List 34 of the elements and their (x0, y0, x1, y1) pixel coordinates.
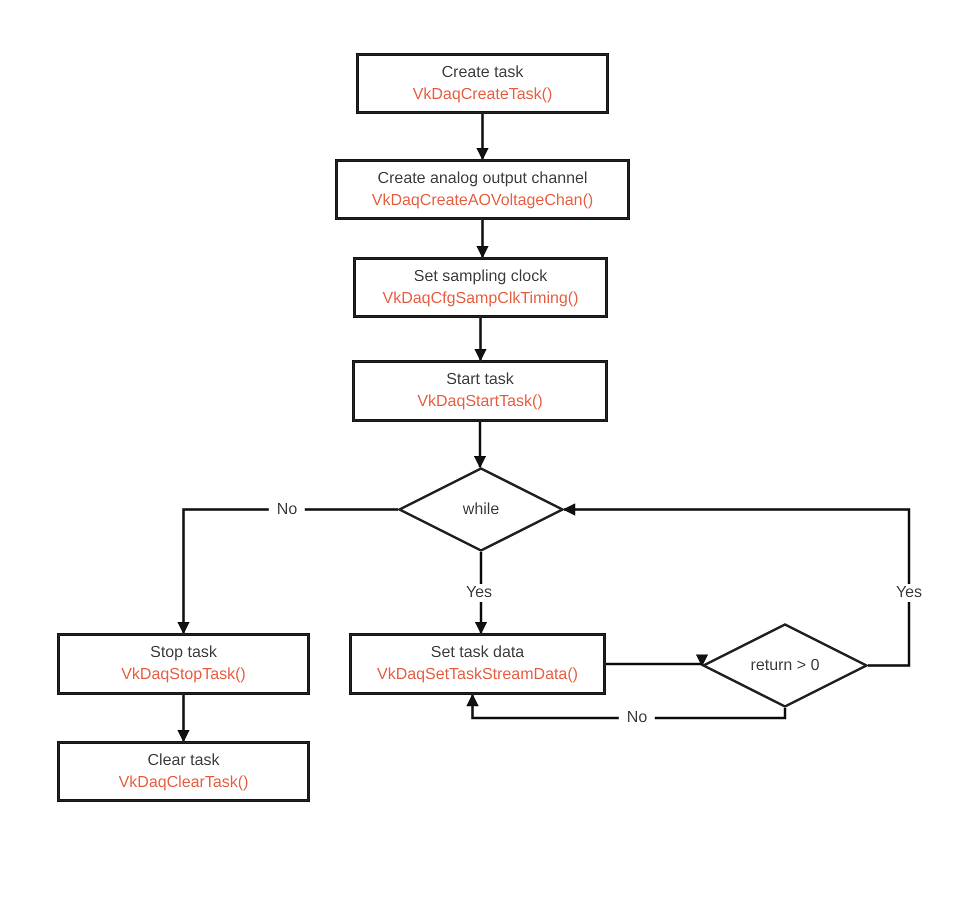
arrow (606, 654, 708, 667)
function-name: VkDaqCreateTask() (412, 86, 552, 104)
process-box (57, 741, 310, 802)
step-title: Set sampling clock (414, 268, 548, 286)
function-name: VkDaqCreateAOVoltageChan() (372, 192, 594, 210)
process-box (57, 633, 310, 695)
function-name: VkDaqStopTask() (121, 666, 246, 684)
step-title: Set task data (430, 644, 524, 662)
arrow (466, 694, 786, 720)
step-title: Clear task (147, 752, 220, 770)
step-title: Start task (446, 371, 514, 389)
condition-text: while (462, 500, 500, 518)
step-title: Create task (442, 64, 524, 82)
function-name: VkDaqCfgSampClkTiming() (382, 290, 578, 308)
process-box (335, 159, 630, 220)
arrow (177, 508, 398, 634)
arrow (474, 422, 486, 468)
function-name: VkDaqClearTask() (118, 774, 248, 792)
arrow (476, 220, 489, 258)
arrow (177, 695, 190, 742)
condition-text: return > 0 (750, 656, 820, 674)
decision-diamond (398, 467, 564, 552)
function-name: VkDaqSetTaskStreamData() (377, 666, 578, 684)
process-box (349, 633, 606, 695)
step-title: Create analog output channel (378, 170, 588, 188)
arrow (562, 503, 910, 667)
step-title: Stop task (150, 644, 217, 662)
function-name: VkDaqStartTask() (417, 393, 543, 411)
process-box (356, 53, 609, 114)
arrow (476, 114, 489, 160)
process-box (352, 360, 608, 422)
process-box (353, 257, 608, 318)
decision-diamond (702, 623, 868, 708)
arrow (474, 318, 487, 362)
